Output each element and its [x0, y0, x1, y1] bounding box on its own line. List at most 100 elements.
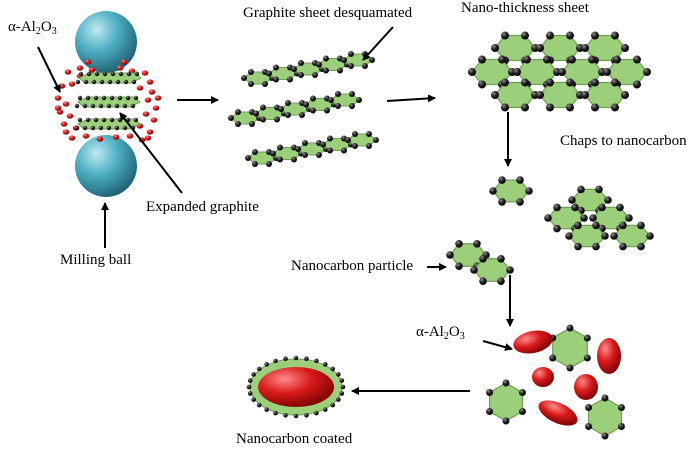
carbon-atom [94, 71, 100, 77]
carbon-atom [633, 80, 641, 89]
carbon-atom [518, 408, 526, 415]
carbon-atom [566, 324, 574, 332]
carbon-atom [337, 67, 343, 74]
carbon-atom [304, 412, 309, 418]
alumina-particle-small [146, 79, 154, 85]
carbon-atom [501, 78, 509, 87]
carbon-atom [117, 117, 123, 123]
label-milling-ball: Milling ball [60, 252, 132, 268]
label-alumina-bottom: α-Al2O3 [416, 324, 465, 342]
carbon-atom [352, 131, 358, 137]
alumina-particle-small [148, 89, 156, 95]
carbon-atom [588, 55, 596, 64]
carbon-atom [277, 144, 283, 151]
carbon-atom [581, 44, 589, 52]
carbon-atom [110, 71, 116, 77]
carbon-atom [543, 55, 551, 64]
carbon-atom [595, 185, 603, 194]
arrow-expanded-graphite [119, 112, 183, 194]
carbon-atom [324, 107, 330, 114]
nanocarbon-coated-particle [246, 355, 346, 419]
carbon-atom [565, 232, 573, 240]
carbon-atom [91, 79, 97, 85]
carbon-atom [90, 125, 96, 131]
carbon-atom [536, 91, 544, 99]
carbon-atom [85, 95, 91, 101]
carbon-atom [577, 185, 585, 194]
carbon-atom [273, 358, 278, 364]
carbon-atom [479, 254, 487, 263]
carbon-hexagon [347, 133, 377, 147]
carbon-atom [252, 149, 258, 155]
carbon-atom [478, 55, 486, 64]
carbon-atom [291, 156, 297, 163]
alumina-particle-small [142, 111, 150, 117]
carbon-atom [293, 355, 299, 361]
carbon-atom [603, 68, 611, 76]
carbon-atom [581, 91, 589, 99]
carbon-atom [621, 91, 629, 99]
carbon-atom [323, 362, 328, 367]
carbon-atom [102, 71, 108, 77]
carbon-atom [90, 103, 96, 109]
alumina-particle-small [88, 67, 96, 73]
alumina-particle-small [154, 95, 162, 101]
milling-ball-top [75, 11, 137, 73]
milling-ball-bottom [75, 135, 137, 197]
nano-thickness-sheet [468, 31, 651, 112]
carbon-atom [349, 103, 355, 109]
carbon-atom [336, 372, 341, 377]
alumina-particle-large [532, 367, 554, 387]
alumina-core [258, 367, 334, 407]
alumina-particle-small [54, 95, 62, 101]
carbon-atom [580, 214, 588, 222]
carbon-atom [591, 103, 599, 112]
carbon-atom [568, 55, 576, 64]
carbon-hexagon [492, 179, 530, 203]
carbon-atom [256, 402, 262, 408]
carbon-atom [283, 412, 288, 418]
carbon-hexagon [552, 327, 588, 369]
carbon-atom [122, 103, 128, 109]
carbon-atom [625, 214, 633, 222]
carbon-atom [470, 266, 478, 274]
carbon-atom [134, 71, 140, 77]
carbon-atom [107, 79, 113, 85]
carbon-atom [486, 389, 494, 396]
carbon-atom [298, 72, 304, 78]
carbon-atom [262, 81, 268, 87]
alumina-particle-small [150, 117, 158, 123]
alumina-particle-small [126, 133, 134, 139]
carbon-atom [310, 107, 316, 114]
alumina-particle-small [62, 129, 70, 135]
carbon-atom [278, 106, 284, 112]
label-nano-thickness: Nano-thickness sheet [461, 0, 589, 16]
alumina-particle-small [116, 65, 124, 71]
carbon-atom [302, 152, 308, 158]
carbon-atom [253, 110, 259, 117]
carbon-atom [619, 242, 627, 251]
label-chaps: Chaps to nanocarbon [560, 133, 687, 149]
carbon-atom [295, 146, 301, 152]
carbon-atom [352, 143, 358, 149]
carbon-atom [335, 91, 341, 97]
carbon-atom [302, 140, 308, 146]
alumina-particle-small [96, 136, 104, 142]
alumina-particle-small [54, 105, 62, 111]
carbon-atom [312, 72, 318, 78]
carbon-atom [521, 31, 529, 40]
carbon-atom [86, 71, 92, 77]
carbon-atom [101, 117, 107, 123]
carbon-atom [248, 81, 254, 87]
carbon-atom [291, 66, 297, 72]
carbon-atom [245, 155, 251, 161]
carbon-atom [362, 63, 368, 69]
carbon-atom [356, 97, 362, 103]
alumina-particle-small [141, 70, 149, 76]
carbon-atom [241, 75, 247, 81]
carbon-atom [125, 95, 131, 101]
expanded-graphite-layer [74, 95, 141, 109]
carbon-atom [613, 55, 621, 64]
carbon-atom [621, 44, 629, 52]
carbon-atom [617, 423, 625, 430]
